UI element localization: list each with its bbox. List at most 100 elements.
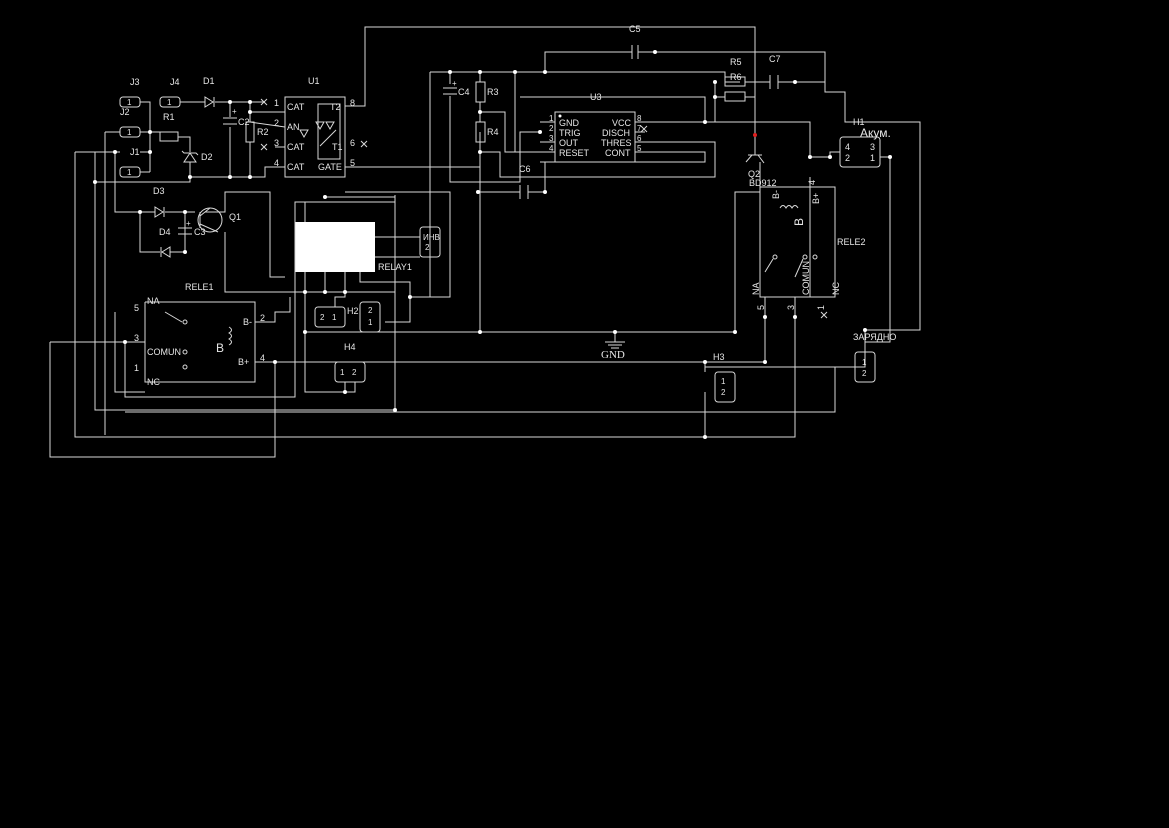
svg-text:1: 1 bbox=[816, 305, 826, 310]
svg-text:1: 1 bbox=[721, 377, 726, 386]
svg-text:COMUN: COMUN bbox=[147, 347, 181, 357]
svg-text:4: 4 bbox=[260, 353, 265, 363]
label-gnd: GND bbox=[601, 349, 625, 361]
label-h1: H1 bbox=[853, 117, 865, 127]
label-c6: C6 bbox=[519, 164, 531, 174]
svg-text:OUT: OUT bbox=[559, 138, 579, 148]
capacitor-c6 bbox=[519, 185, 529, 199]
label-r4: R4 bbox=[487, 127, 499, 137]
resistor-r1 bbox=[159, 131, 179, 142]
svg-text:1: 1 bbox=[127, 128, 132, 137]
capacitor-c3: + bbox=[178, 219, 192, 235]
svg-text:B+: B+ bbox=[238, 357, 249, 367]
resistor-r4 bbox=[475, 121, 486, 143]
label-bd912: BD912 bbox=[749, 178, 777, 188]
label-c5: C5 bbox=[629, 24, 641, 34]
svg-text:3: 3 bbox=[549, 134, 554, 143]
svg-text:GATE: GATE bbox=[318, 162, 342, 172]
label-q2: Q2 bbox=[748, 169, 760, 179]
label-rele1: RELE1 bbox=[185, 282, 214, 292]
header-h4 bbox=[334, 361, 366, 383]
diode-d4 bbox=[160, 246, 171, 258]
svg-text:2: 2 bbox=[352, 368, 357, 377]
svg-text:1: 1 bbox=[167, 98, 172, 107]
relay1-body bbox=[295, 222, 375, 272]
transistor-q2 bbox=[745, 133, 765, 164]
label-r3: R3 bbox=[487, 87, 499, 97]
svg-text:NC: NC bbox=[831, 282, 841, 295]
svg-text:GND: GND bbox=[559, 118, 580, 128]
label-h4: H4 bbox=[344, 342, 356, 352]
svg-text:1: 1 bbox=[134, 363, 139, 373]
labels: J3 J4 D1 U1 J2 R1 J1 D2 C2 R2 CAT AN CAT… bbox=[120, 24, 896, 397]
label-u1: U1 bbox=[308, 76, 320, 86]
svg-text:1: 1 bbox=[340, 368, 345, 377]
header-zaryadno bbox=[854, 351, 876, 383]
svg-text:T2: T2 bbox=[330, 102, 341, 112]
label-r1: R1 bbox=[163, 112, 175, 122]
label-d3: D3 bbox=[153, 186, 165, 196]
header-h3 bbox=[714, 371, 736, 403]
svg-text:3: 3 bbox=[134, 333, 139, 343]
svg-text:3: 3 bbox=[870, 142, 875, 152]
junction-dots bbox=[93, 50, 892, 439]
capacitor-c5 bbox=[631, 45, 639, 59]
header-h2-a bbox=[314, 306, 346, 328]
label-q1: Q1 bbox=[229, 212, 241, 222]
chip-u1 bbox=[284, 96, 346, 178]
svg-text:2: 2 bbox=[549, 124, 554, 133]
svg-text:1: 1 bbox=[870, 153, 875, 163]
transistor-q1 bbox=[197, 207, 223, 233]
label-d1: D1 bbox=[203, 76, 215, 86]
label-c7: C7 bbox=[769, 54, 781, 64]
svg-text:2: 2 bbox=[274, 118, 279, 128]
label-c2: C2 bbox=[238, 117, 250, 127]
connector-j1: 1 bbox=[119, 166, 141, 178]
svg-text:RESET: RESET bbox=[559, 148, 590, 158]
label-h2: H2 bbox=[347, 306, 359, 316]
svg-text:CONT: CONT bbox=[605, 148, 631, 158]
diode-d3 bbox=[154, 206, 165, 218]
svg-text:5: 5 bbox=[134, 303, 139, 313]
svg-text:8: 8 bbox=[637, 114, 642, 123]
label-j3: J3 bbox=[130, 77, 140, 87]
svg-text:B-: B- bbox=[771, 190, 781, 199]
label-d2: D2 bbox=[201, 152, 213, 162]
svg-text:8: 8 bbox=[350, 98, 355, 108]
chip-u3 bbox=[554, 111, 636, 163]
label-relay1: RELAY1 bbox=[378, 262, 412, 272]
svg-text:5: 5 bbox=[756, 305, 766, 310]
svg-text:4: 4 bbox=[845, 142, 850, 152]
svg-text:2: 2 bbox=[320, 313, 325, 322]
svg-text:1: 1 bbox=[127, 168, 132, 177]
svg-text:1: 1 bbox=[127, 98, 132, 107]
header-h1-akum bbox=[839, 136, 881, 168]
svg-text:1: 1 bbox=[332, 313, 337, 322]
svg-text:DISCH: DISCH bbox=[602, 128, 630, 138]
no-connect-marks bbox=[260, 98, 828, 319]
resistor-r3 bbox=[475, 81, 486, 103]
svg-text:NA: NA bbox=[147, 296, 160, 306]
svg-text:CAT: CAT bbox=[287, 102, 305, 112]
svg-text:1: 1 bbox=[862, 358, 867, 367]
label-d4: D4 bbox=[159, 227, 171, 237]
resistor-r2 bbox=[245, 121, 255, 143]
svg-text:3: 3 bbox=[786, 305, 796, 310]
components: 1 1 1 1 + bbox=[119, 45, 881, 403]
svg-text:3: 3 bbox=[274, 138, 279, 148]
label-r2: R2 bbox=[257, 127, 269, 137]
connector-j3: 1 bbox=[119, 96, 141, 108]
label-inv: ИНВ bbox=[423, 233, 440, 242]
svg-text:B+: B+ bbox=[811, 193, 821, 204]
label-rele2: RELE2 bbox=[837, 237, 866, 247]
svg-text:NA: NA bbox=[751, 282, 761, 295]
label-h3: H3 bbox=[713, 352, 725, 362]
label-u3: U3 bbox=[590, 92, 602, 102]
svg-text:4: 4 bbox=[274, 158, 279, 168]
label-j1: J1 bbox=[130, 147, 140, 157]
svg-text:2: 2 bbox=[721, 388, 726, 397]
svg-text:NC: NC bbox=[147, 377, 160, 387]
ground-symbol bbox=[605, 341, 625, 349]
resistor-r6 bbox=[724, 91, 746, 102]
